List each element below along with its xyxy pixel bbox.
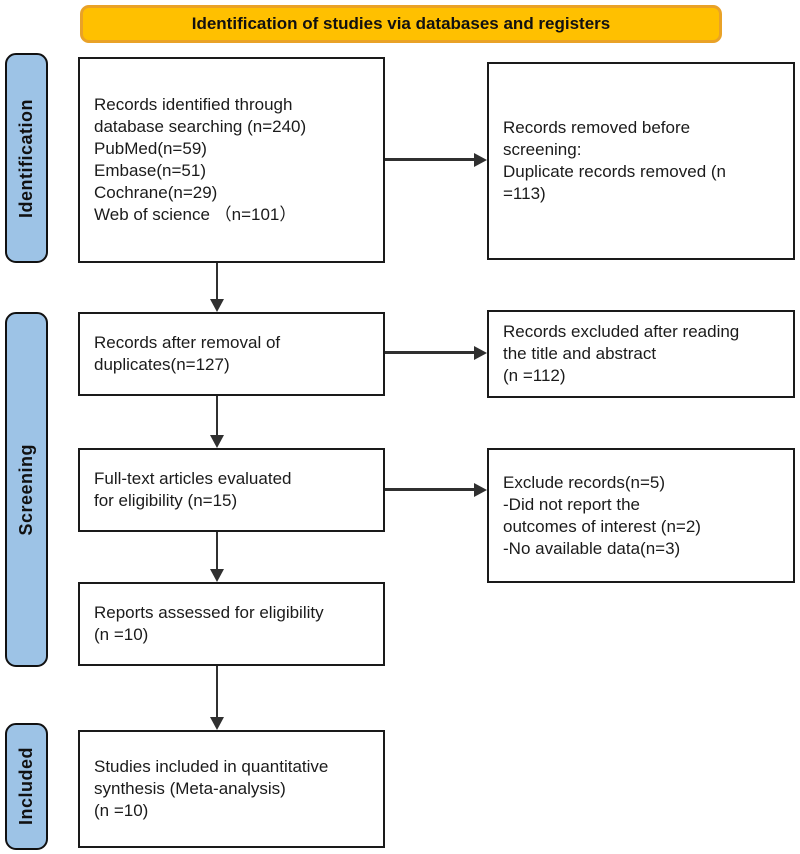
box-records-removed-before-screening: Records removed before screening: Duplic…	[487, 62, 795, 260]
box-records-identified: Records identified through database sear…	[78, 57, 385, 263]
box-records-excluded-title-abstract: Records excluded after reading the title…	[487, 310, 795, 398]
title-banner: Identification of studies via databases …	[80, 5, 722, 43]
stage-label-identification: Identification	[5, 53, 48, 263]
box-reports-assessed: Reports assessed for eligibility (n =10)	[78, 582, 385, 666]
box-studies-included: Studies included in quantitative synthes…	[78, 730, 385, 848]
box-records-after-duplicates: Records after removal of duplicates(n=12…	[78, 312, 385, 396]
box-fulltext-evaluated: Full-text articles evaluated for eligibi…	[78, 448, 385, 532]
stage-label-screening: Screening	[5, 312, 48, 667]
stage-screening-text: Screening	[16, 443, 36, 536]
title-text: Identification of studies via databases …	[191, 14, 611, 33]
stage-identification-text: Identification	[16, 98, 36, 218]
box-exclude-records: Exclude records(n=5) -Did not report the…	[487, 448, 795, 583]
stage-label-included: Included	[5, 723, 48, 850]
stage-included-text: Included	[16, 747, 36, 826]
